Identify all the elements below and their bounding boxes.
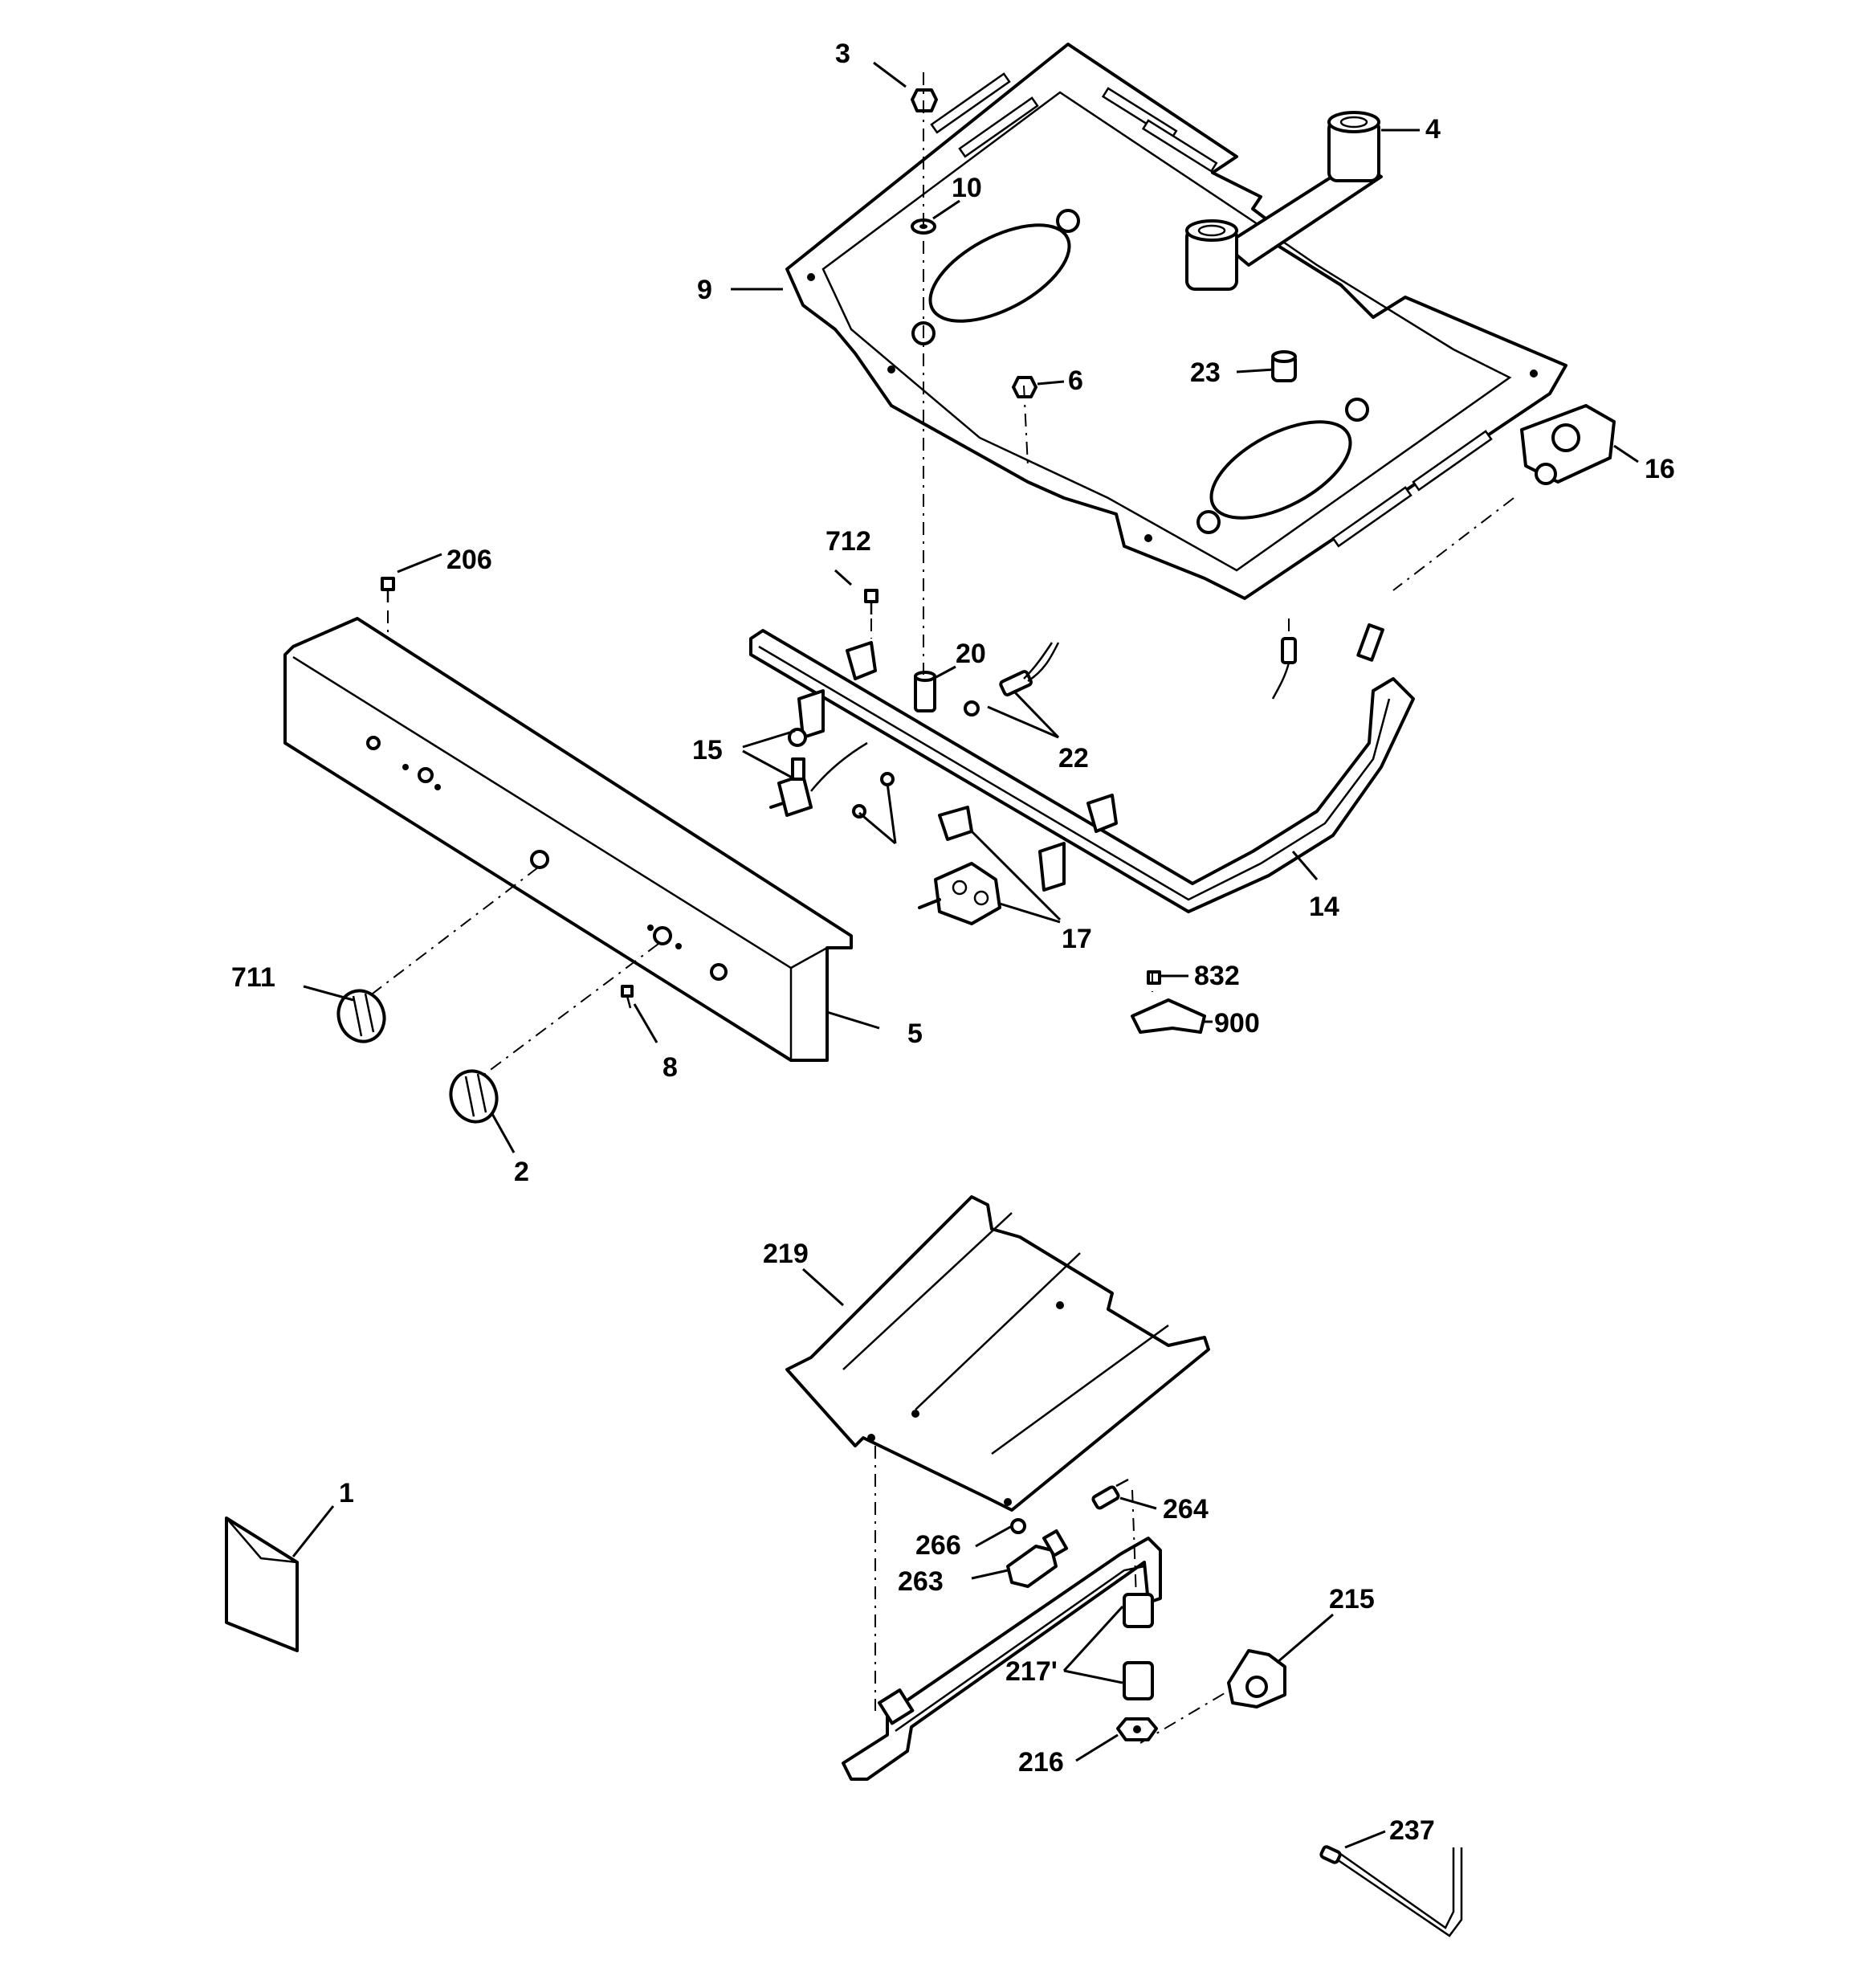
- callout-3: 3: [835, 39, 850, 69]
- screw-712: [864, 589, 879, 614]
- bracket-900: [1131, 970, 1206, 1034]
- oven-knob-711: [336, 989, 386, 1043]
- oven-burner-tube: [842, 1537, 1162, 1781]
- callout-832: 832: [1194, 961, 1240, 991]
- bushing-23: [1271, 350, 1297, 382]
- callout-23: 23: [1190, 357, 1221, 388]
- burner-knob-2: [449, 1069, 499, 1124]
- callout-15: 15: [692, 735, 723, 765]
- callout-237: 237: [1389, 1815, 1435, 1846]
- screw-206: [381, 577, 395, 602]
- ignitor-bracket-263: [1006, 1529, 1069, 1588]
- nut-216: [1116, 1717, 1158, 1741]
- callout-20: 20: [956, 639, 986, 669]
- callout-1: 1: [339, 1478, 354, 1508]
- sleeve-217: [1123, 1593, 1154, 1700]
- callout-8: 8: [662, 1052, 678, 1083]
- nut-266: [1010, 1518, 1026, 1534]
- bracket-215: [1227, 1649, 1286, 1708]
- callout-2: 2: [514, 1157, 529, 1187]
- callout-5: 5: [907, 1018, 923, 1049]
- ignitor-264: [1091, 1478, 1129, 1510]
- callout-712: 712: [826, 526, 871, 557]
- callout-4: 4: [1425, 114, 1441, 145]
- manifold-brackets: [797, 641, 1118, 892]
- callout-263: 263: [898, 1566, 944, 1597]
- callout-219: 219: [763, 1239, 809, 1269]
- pan-fitting: [1271, 637, 1297, 700]
- callout-215: 215: [1329, 1584, 1375, 1614]
- leader-lines: [291, 61, 1639, 1849]
- manifold-pipe: [749, 623, 1415, 913]
- valve-17: [918, 806, 1001, 925]
- literature-envelope-1: [225, 1517, 299, 1652]
- callout-22: 22: [1058, 743, 1089, 774]
- igniter-22: [964, 642, 1060, 716]
- callout-206: 206: [446, 545, 492, 575]
- oven-valve-bracket: [1520, 404, 1616, 485]
- pilot-20: [914, 671, 936, 712]
- callout-711: 711: [231, 962, 275, 993]
- callout-16: 16: [1645, 454, 1675, 484]
- callout-6: 6: [1068, 365, 1083, 396]
- callout-266: 266: [915, 1530, 961, 1561]
- callout-217: 217': [1005, 1656, 1058, 1687]
- callout-900: 900: [1214, 1008, 1260, 1039]
- manifold-panel: [283, 617, 853, 1062]
- callout-labels: 3 4 10 9 6 23 16 712 206 20 15 22 14 17 …: [231, 39, 1675, 1846]
- callout-17: 17: [1062, 924, 1092, 954]
- broiler-baffle: [785, 1195, 1210, 1512]
- callout-14: 14: [1309, 892, 1339, 922]
- burner-box: [785, 43, 1567, 600]
- callout-264: 264: [1163, 1494, 1209, 1525]
- callout-216: 216: [1018, 1747, 1064, 1778]
- valve-15: [769, 728, 895, 818]
- tubing-237: [1319, 1845, 1463, 1937]
- callout-10: 10: [952, 173, 982, 203]
- surface-burner-assembly: [1185, 111, 1383, 291]
- screw-8: [621, 985, 634, 1009]
- alignment-lines: [369, 72, 1514, 1744]
- callout-9: 9: [697, 275, 712, 305]
